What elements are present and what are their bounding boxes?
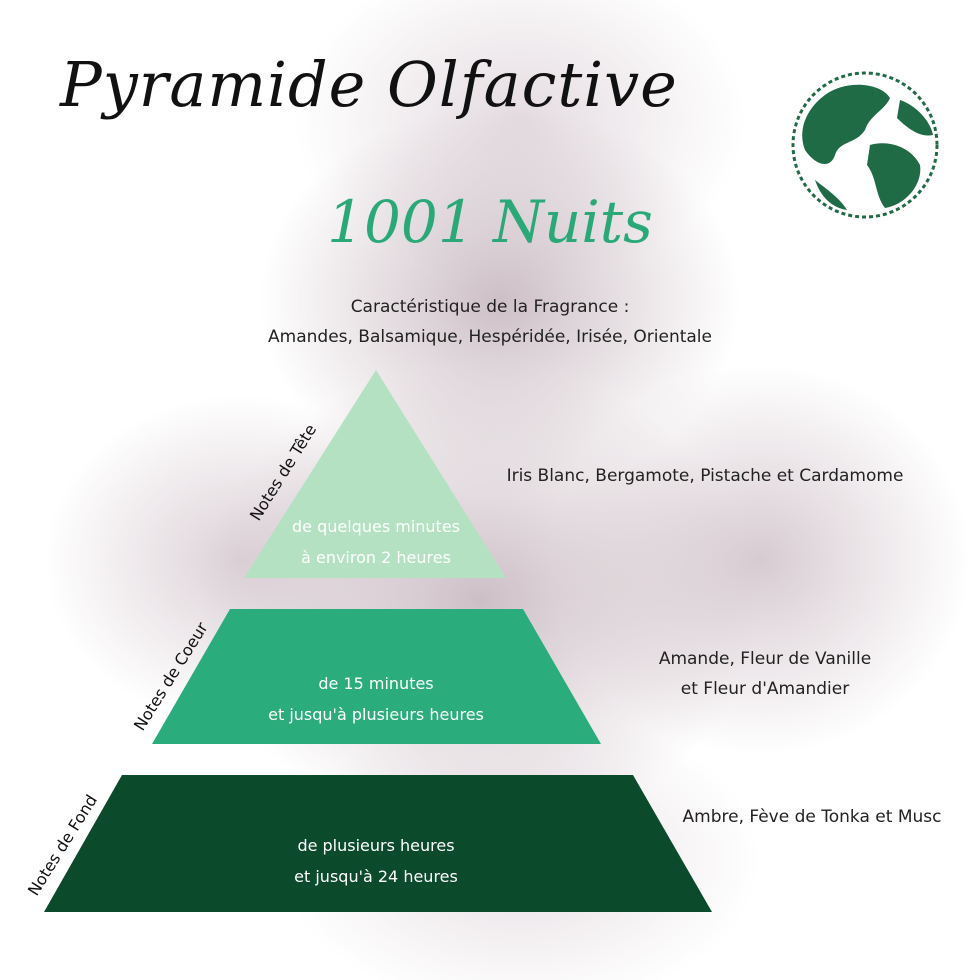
pyramid-heart-tier [152, 609, 601, 744]
characteristics-heading: Caractéristique de la Fragrance : [350, 297, 630, 317]
heart-tier-notes: Amande, Fleur de Vanille et Fleur d'Aman… [625, 644, 905, 704]
top-notes-line-1: Iris Blanc, Bergamote, Pistache et Carda… [506, 466, 904, 486]
base-duration-line-1: de plusieurs heures [297, 836, 455, 855]
top-tier-notes: Iris Blanc, Bergamote, Pistache et Carda… [490, 461, 920, 491]
base-notes-line-1: Ambre, Fève de Tonka et Musc [682, 807, 942, 827]
base-tier-notes: Ambre, Fève de Tonka et Musc [662, 802, 962, 832]
fragrance-characteristics: Caractéristique de la Fragrance : Amande… [200, 292, 780, 352]
heart-duration-line-2: et jusqu'à plusieurs heures [268, 705, 484, 724]
top-duration-line-2: à environ 2 heures [301, 548, 451, 567]
base-tier-duration: de plusieurs heures et jusqu'à 24 heures [246, 830, 506, 892]
page-title: Pyramide Olfactive [60, 48, 678, 121]
characteristics-values: Amandes, Balsamique, Hespéridée, Irisée,… [268, 327, 712, 347]
heart-notes-line-2: et Fleur d'Amandier [680, 679, 850, 699]
pyramid-base-tier [44, 775, 712, 912]
pyramid-top-tier [244, 370, 506, 578]
top-duration-line-1: de quelques minutes [292, 517, 460, 536]
heart-notes-line-1: Amande, Fleur de Vanille [658, 649, 872, 669]
perfume-name: 1001 Nuits [327, 188, 653, 256]
heart-tier-duration: de 15 minutes et jusqu'à plusieurs heure… [236, 668, 516, 730]
base-duration-line-2: et jusqu'à 24 heures [294, 867, 458, 886]
globe-icon [791, 71, 939, 219]
top-tier-duration: de quelques minutes à environ 2 heures [266, 511, 486, 573]
heart-duration-line-1: de 15 minutes [318, 674, 434, 693]
